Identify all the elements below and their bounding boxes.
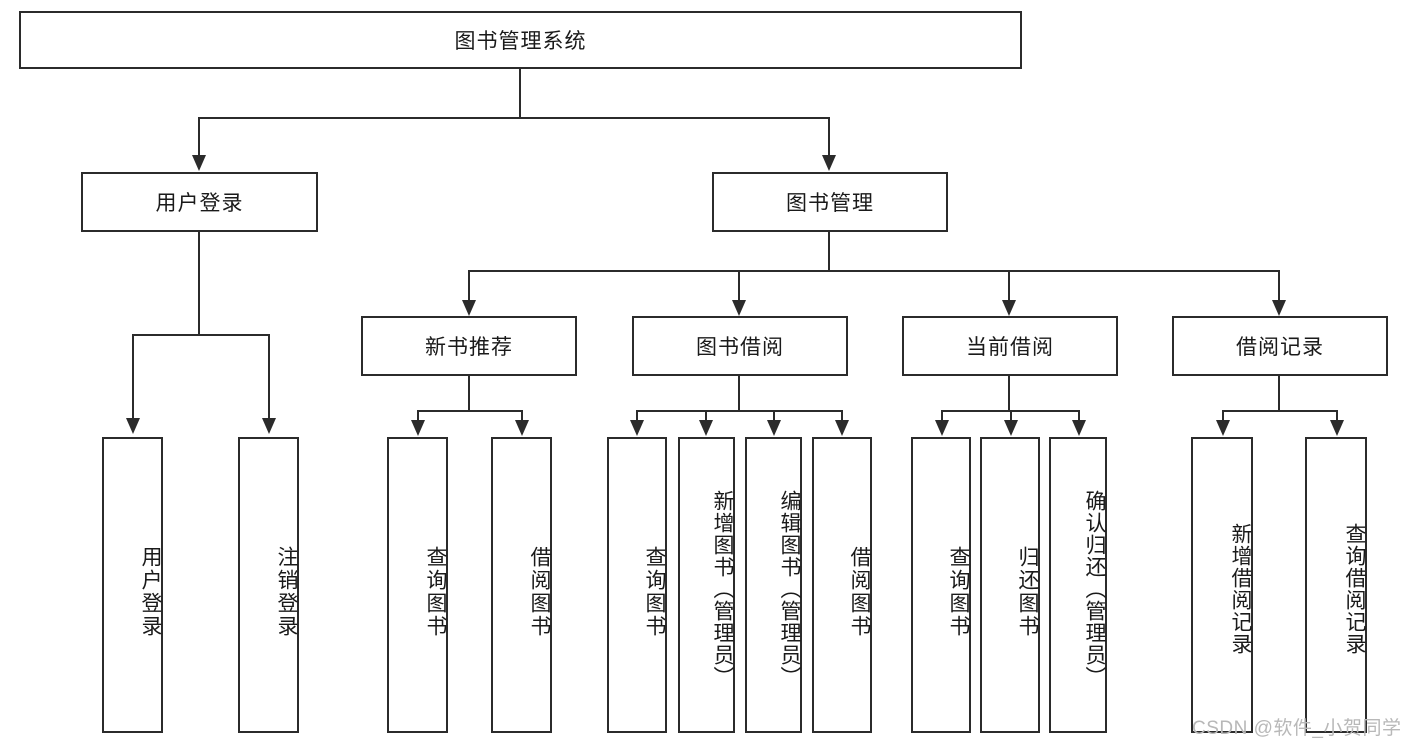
leaf-cb-query-book[interactable]: 查询图书 xyxy=(911,437,971,733)
connector-drop-borrow-record xyxy=(1278,270,1280,302)
arrowhead-bb-query xyxy=(630,420,644,436)
arrowhead-borrow-record xyxy=(1272,300,1286,316)
connector-book-borrow-bus xyxy=(636,410,843,412)
connector-book-borrow-stem xyxy=(738,376,740,412)
connector-drop-leaf-user-login xyxy=(132,334,134,420)
connector-drop-user-login xyxy=(198,117,200,157)
connector-drop-cb-return xyxy=(1010,410,1012,422)
leaf-user-login[interactable]: 用户登录 xyxy=(102,437,163,733)
leaf-bb-add-book-admin[interactable]: 新增图书（管理员） xyxy=(678,437,735,733)
node-current-borrow[interactable]: 当前借阅 xyxy=(902,316,1118,376)
connector-drop-leaf-logout xyxy=(268,334,270,420)
arrowhead-leaf-user-login xyxy=(126,418,140,434)
connector-drop-br-query xyxy=(1336,410,1338,422)
connector-drop-bb-lend xyxy=(841,410,843,422)
connector-drop-new-book xyxy=(468,270,470,302)
node-new-book-recommend[interactable]: 新书推荐 xyxy=(361,316,577,376)
connector-drop-cb-confirm xyxy=(1078,410,1080,422)
leaf-nb-borrow-book[interactable]: 借阅图书 xyxy=(491,437,552,733)
connector-level2-bus xyxy=(198,117,830,119)
connector-current-borrow-stem xyxy=(1008,376,1010,412)
arrowhead-bb-add xyxy=(699,420,713,436)
arrowhead-current-borrow xyxy=(1002,300,1016,316)
connector-new-book-stem xyxy=(468,376,470,412)
leaf-br-query-record[interactable]: 查询借阅记录 xyxy=(1305,437,1367,733)
connector-drop-book-borrow xyxy=(738,270,740,302)
arrowhead-bb-edit xyxy=(767,420,781,436)
connector-book-manage-stem xyxy=(828,232,830,272)
leaf-nb-query-book[interactable]: 查询图书 xyxy=(387,437,448,733)
arrowhead-leaf-logout xyxy=(262,418,276,434)
arrowhead-user-login xyxy=(192,155,206,171)
connector-drop-current-borrow xyxy=(1008,270,1010,302)
connector-drop-bb-query xyxy=(636,410,638,422)
connector-drop-nb-borrow xyxy=(521,410,523,422)
arrowhead-br-add xyxy=(1216,420,1230,436)
arrowhead-cb-query xyxy=(935,420,949,436)
node-book-management[interactable]: 图书管理 xyxy=(712,172,948,232)
leaf-bb-edit-book-admin[interactable]: 编辑图书（管理员） xyxy=(745,437,802,733)
connector-drop-nb-query xyxy=(417,410,419,422)
leaf-logout[interactable]: 注销登录 xyxy=(238,437,299,733)
connector-level3-bus xyxy=(468,270,1280,272)
arrowhead-br-query xyxy=(1330,420,1344,436)
connector-borrow-record-bus xyxy=(1222,410,1336,412)
leaf-cb-confirm-return-admin[interactable]: 确认归还（管理员） xyxy=(1049,437,1107,733)
connector-drop-br-add xyxy=(1222,410,1224,422)
arrowhead-nb-borrow xyxy=(515,420,529,436)
node-root-system[interactable]: 图书管理系统 xyxy=(19,11,1022,69)
connector-drop-bb-add xyxy=(705,410,707,422)
connector-new-book-bus xyxy=(417,410,521,412)
arrowhead-bb-lend xyxy=(835,420,849,436)
arrowhead-cb-confirm xyxy=(1072,420,1086,436)
connector-drop-cb-query xyxy=(941,410,943,422)
connector-user-login-stem xyxy=(198,232,200,336)
leaf-cb-return-book[interactable]: 归还图书 xyxy=(980,437,1040,733)
node-book-borrow[interactable]: 图书借阅 xyxy=(632,316,848,376)
connector-drop-bb-edit xyxy=(773,410,775,422)
watermark-credit: CSDN @软件_小贺同学 xyxy=(1192,718,1402,739)
node-borrow-record[interactable]: 借阅记录 xyxy=(1172,316,1388,376)
leaf-bb-lend-book[interactable]: 借阅图书 xyxy=(812,437,872,733)
node-user-login[interactable]: 用户登录 xyxy=(81,172,318,232)
leaf-br-add-record[interactable]: 新增借阅记录 xyxy=(1191,437,1253,733)
arrowhead-cb-return xyxy=(1004,420,1018,436)
connector-user-login-bus xyxy=(132,334,268,336)
connector-borrow-record-stem xyxy=(1278,376,1280,412)
arrowhead-nb-query xyxy=(411,420,425,436)
connector-drop-book-manage xyxy=(828,117,830,157)
arrowhead-book-borrow xyxy=(732,300,746,316)
connector-root-stem xyxy=(519,69,521,117)
arrowhead-new-book xyxy=(462,300,476,316)
leaf-bb-query-book[interactable]: 查询图书 xyxy=(607,437,667,733)
arrowhead-book-manage xyxy=(822,155,836,171)
